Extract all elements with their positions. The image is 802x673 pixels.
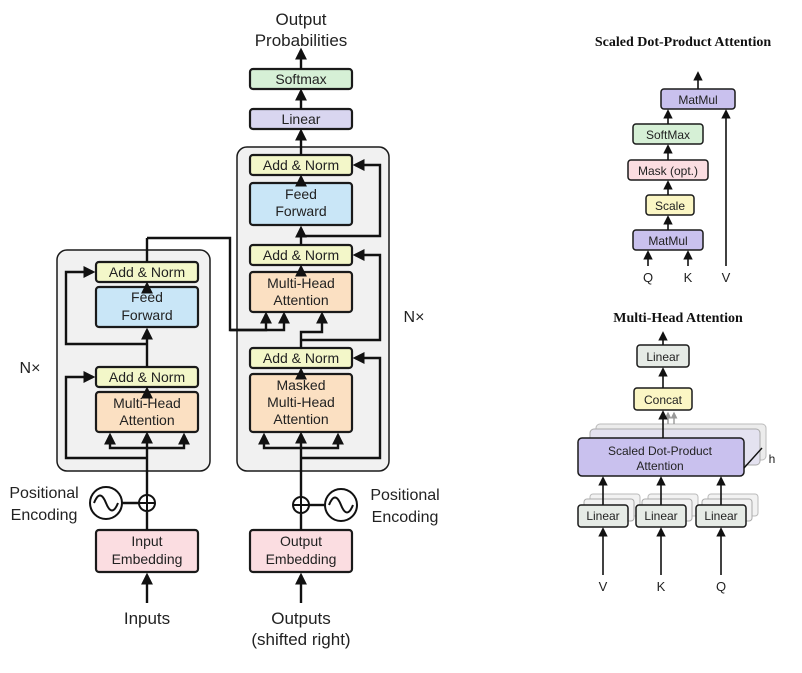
decoder-arrows <box>258 47 382 603</box>
mha-linear-q-group: Linear <box>695 493 759 528</box>
input-embedding-label-1: Input <box>131 533 162 549</box>
sdpa-matmul-bottom-label: MatMul <box>648 234 687 248</box>
decoder-positional-label-2: Encoding <box>372 509 439 526</box>
output-probabilities-label-line1: Output <box>275 10 326 29</box>
decoder-feed-forward-label-2: Forward <box>275 203 326 219</box>
decoder-add-norm-top-label: Add & Norm <box>263 157 339 173</box>
encoder-positional-label-1: Positional <box>9 485 78 502</box>
sdpa-title: Scaled Dot-Product Attention <box>595 35 771 50</box>
encoder-add-norm-top-label: Add & Norm <box>109 264 185 280</box>
decoder-positional-wave-icon <box>324 488 358 522</box>
mha-h-label: h <box>769 452 776 466</box>
sdpa-v-label: V <box>722 270 731 285</box>
decoder-positional-label-1: Positional <box>370 487 439 504</box>
inputs-label: Inputs <box>124 609 170 628</box>
mha-v-label: V <box>599 579 608 594</box>
mha-k-label: K <box>657 579 666 594</box>
masked-label-1: Masked <box>276 377 325 393</box>
outputs-label-1: Outputs <box>271 609 331 628</box>
encoder-to-decoder-arrow-2 <box>230 311 290 332</box>
output-probabilities-label-line2: Probabilities <box>255 31 348 50</box>
mha-title: Multi-Head Attention <box>613 311 743 326</box>
transformer-architecture: Output Probabilities Softmax Linear Add … <box>9 10 439 649</box>
output-embedding-label-2: Embedding <box>266 551 337 567</box>
sdpa-mask-label: Mask (opt.) <box>638 164 698 178</box>
masked-label-2: Multi-Head <box>267 394 335 410</box>
decoder-nx-label: N× <box>404 309 425 326</box>
decoder-mha-label-2: Attention <box>273 292 328 308</box>
mha-q-label: Q <box>716 579 726 594</box>
sdpa-q-label: Q <box>643 270 653 285</box>
encoder-mha-label-2: Attention <box>119 412 174 428</box>
mha-sdpa-label-2: Attention <box>636 459 683 473</box>
encoder-feed-forward-label-2: Forward <box>121 307 172 323</box>
encoder-stack <box>56 249 211 472</box>
encoder-mha-label-1: Multi-Head <box>113 395 181 411</box>
mha-linear-top-label: Linear <box>646 350 679 364</box>
decoder-add-icon <box>292 496 310 514</box>
encoder-arrows <box>64 238 190 603</box>
encoder-positional-wave-icon <box>89 486 123 520</box>
decoder-mha-label-1: Multi-Head <box>267 275 335 291</box>
mha-panel: Multi-Head Attention Linear Concat Scale… <box>577 311 776 594</box>
mha-linear-v-label: Linear <box>586 509 619 523</box>
encoder-feed-forward-label-1: Feed <box>131 289 163 305</box>
mha-linear-q-label: Linear <box>704 509 737 523</box>
input-embedding-label-2: Embedding <box>112 551 183 567</box>
decoder-feed-forward-label-1: Feed <box>285 186 317 202</box>
mha-linear-k-label: Linear <box>644 509 677 523</box>
encoder-positional-label-2: Encoding <box>11 507 78 524</box>
decoder-add-norm-bottom-label: Add & Norm <box>263 350 339 366</box>
mha-sdpa-box <box>577 437 745 477</box>
encoder-nx-label: N× <box>20 360 41 377</box>
sdpa-scale-label: Scale <box>655 199 685 213</box>
sdpa-matmul-top-label: MatMul <box>678 93 717 107</box>
encoder-add-icon <box>138 494 156 512</box>
mha-concat-label: Concat <box>644 393 683 407</box>
sdpa-scale <box>645 194 695 216</box>
sdpa-panel: Scaled Dot-Product Attention MatMul Soft… <box>595 35 771 285</box>
softmax-label: Softmax <box>275 71 326 87</box>
encoder-add-norm-bottom-label: Add & Norm <box>109 369 185 385</box>
mha-sdpa-label-1: Scaled Dot-Product <box>608 444 713 458</box>
sdpa-k-label: K <box>684 270 693 285</box>
mha-linear-v-group: Linear <box>577 493 641 528</box>
decoder-add-norm-mid-label: Add & Norm <box>263 247 339 263</box>
linear-label: Linear <box>282 111 321 127</box>
mha-linear-k-group: Linear <box>635 493 699 528</box>
sdpa-softmax-label: SoftMax <box>646 128 690 142</box>
output-embedding-label-1: Output <box>280 533 322 549</box>
masked-label-3: Attention <box>273 411 328 427</box>
outputs-label-2: (shifted right) <box>251 630 350 649</box>
